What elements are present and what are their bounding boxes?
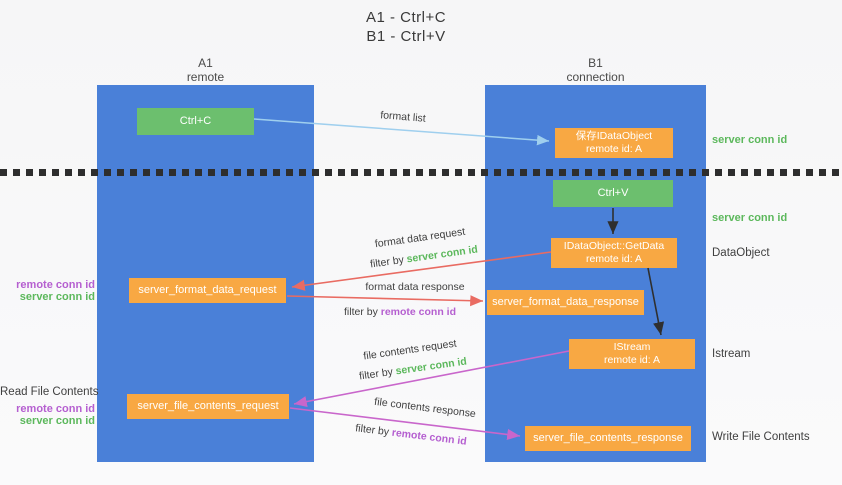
node-save-idataobject: 保存IDataObject remote id: A [555,128,673,158]
label-dataobject: DataObject [712,247,770,259]
node-format-request-label: server_format_data_request [138,284,277,296]
node-ctrl-c-label: Ctrl+C [179,115,212,127]
edge-label-format-data-response-filter: filter by remote conn id [330,306,470,318]
node-server-format-data-response: server_format_data_response [487,290,644,315]
label-remote-conn-id: remote conn id [16,279,95,291]
node-idataobject-getdata: IDataObject::GetData remote id: A [551,238,677,268]
label-write-file-contents: Write File Contents [712,431,810,443]
node-file-request-label: server_file_contents_request [137,400,279,412]
node-format-response-label: server_format_data_response [492,296,639,308]
edge-label-file-contents-response-filter: filter by remote conn id [335,420,487,450]
label-remote-conn-id: remote conn id [16,403,95,415]
dotted-divider-line [0,169,842,176]
label-server-conn-id-mid: server conn id [712,212,788,224]
filter-by-text: filter by [354,422,393,439]
edge-label-file-contents-response: file contents response [373,395,477,421]
column-a1-subtitle: remote [186,70,225,84]
node-istream-line2: remote id: A [603,354,661,366]
label-group-file-request-ids: Read File Contents remote conn id server… [0,386,99,427]
node-ctrl-v: Ctrl+V [553,180,673,207]
column-b1-title: B1 [588,56,603,70]
filter-value-remote-conn-id: remote conn id [380,306,457,318]
node-server-format-data-request: server_format_data_request [129,278,286,303]
filter-by-text: filter by [343,306,381,318]
arrow-format-data-response [286,295,484,307]
column-header-a1: A1 remote [97,56,314,84]
edge-label-format-data-response: format data response [365,281,465,293]
label-read-file-contents: Read File Contents [0,386,99,398]
label-server-conn-id: server conn id [19,415,95,427]
column-header-b1: B1 connection [485,56,706,84]
label-server-conn-id-top: server conn id [712,134,788,146]
node-save-idataobject-line1: 保存IDataObject [575,130,653,142]
node-getdata-line1: IDataObject::GetData [563,240,665,252]
node-ctrl-v-label: Ctrl+V [597,187,629,199]
label-server-conn-id: server conn id [19,291,95,303]
node-save-idataobject-line2: remote id: A [585,143,643,155]
node-ctrl-c: Ctrl+C [137,108,254,135]
title-line-1: A1 - Ctrl+C [365,9,447,26]
node-server-file-contents-response: server_file_contents_response [525,426,691,451]
column-b1-subtitle: connection [566,70,625,84]
node-file-response-label: server_file_contents_response [533,432,683,444]
filter-value-server-conn-id: server conn id [405,243,479,266]
label-istream: Istream [712,348,751,360]
node-istream: IStream remote id: A [569,339,695,369]
node-getdata-line2: remote id: A [585,253,643,265]
edge-label-format-list: format list [379,109,427,125]
filter-by-text: filter by [358,365,397,383]
title-line-2: B1 - Ctrl+V [366,28,446,45]
label-group-format-request-ids: remote conn id server conn id [0,279,95,303]
filter-value-server-conn-id: server conn id [394,355,468,378]
node-server-file-contents-request: server_file_contents_request [127,394,289,419]
filter-value-remote-conn-id: remote conn id [391,426,468,448]
node-istream-line1: IStream [613,341,651,353]
column-a1-title: A1 [198,56,213,70]
diagram-title: A1 - Ctrl+C B1 - Ctrl+V [306,8,506,46]
filter-by-text: filter by [369,253,408,271]
